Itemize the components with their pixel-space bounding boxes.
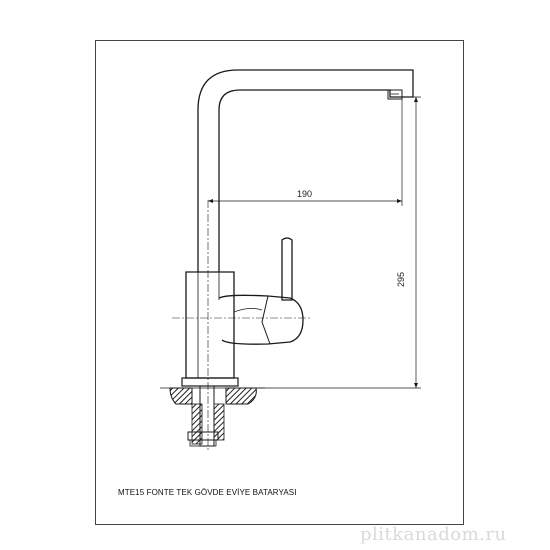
countertop-left (169, 387, 193, 405)
dimension-label-295: 295 (396, 271, 406, 287)
spout-outline (197, 69, 414, 272)
drawing-caption: MTE15 FONTE TEK GÖVDE EVİYE BATARYASI (118, 488, 297, 497)
aerator-tip (387, 89, 403, 100)
lever-handle (281, 237, 293, 301)
countertop-right (225, 387, 257, 405)
cartridge-housing (218, 294, 304, 345)
hose-left (191, 403, 203, 445)
watermark: plitkanadom.ru (360, 524, 507, 545)
drawing-frame (95, 40, 464, 525)
base-flange (181, 377, 239, 387)
hose-right (213, 403, 225, 441)
faucet-body (185, 271, 235, 379)
dimension-label-190: 190 (297, 189, 313, 199)
